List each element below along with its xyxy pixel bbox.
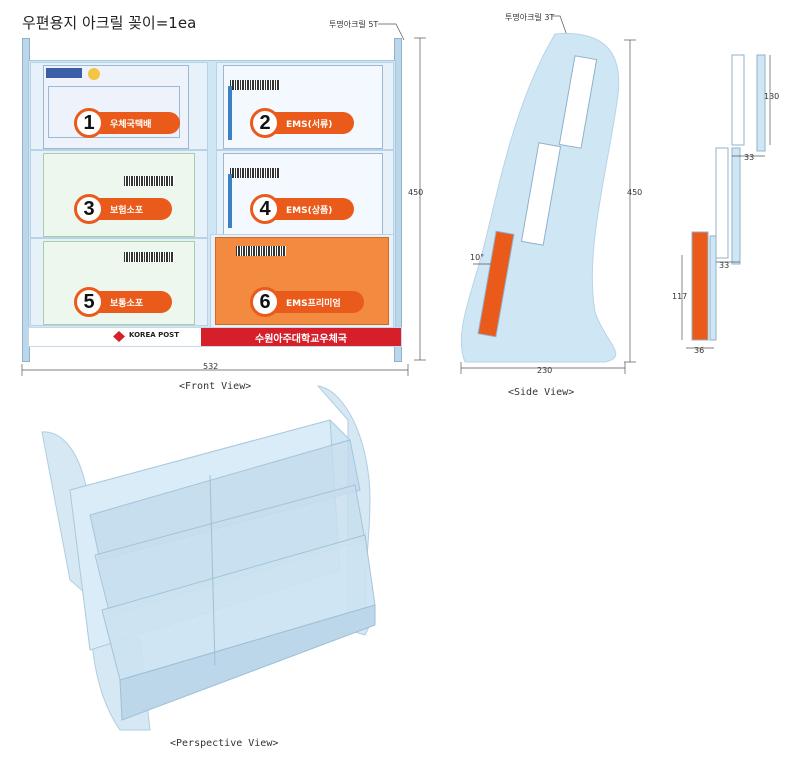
item-badge-5: 5 보통소포 [74, 287, 172, 317]
detail-dim-33b: 33 [719, 261, 730, 270]
detail-dim-36: 36 [694, 346, 705, 355]
item-badge-1: 1 우체국택배 [74, 108, 180, 138]
emblem-icon [88, 68, 100, 80]
item-label: EMS(서류) [286, 119, 333, 130]
item-number: 6 [250, 287, 280, 317]
item-badge-6: 6 EMS프리미엄 [250, 287, 364, 317]
item-number: 5 [74, 287, 104, 317]
front-view-label: <Front View> [179, 381, 252, 392]
front-height-dim: 450 [408, 188, 424, 197]
side-material-label: 투명아크릴 3T [505, 13, 555, 22]
item-number: 1 [74, 108, 104, 138]
form-header [46, 68, 82, 78]
item-label: 보험소포 [110, 205, 144, 216]
slot-1 [30, 62, 208, 150]
perspective-view-label: <Perspective View> [170, 738, 279, 749]
barcode [124, 176, 174, 186]
detail-dim-130: 130 [764, 92, 780, 101]
detail-view-drawing [681, 54, 771, 349]
detail-dim-117: 117 [672, 292, 688, 301]
page-title: 우편용지 아크릴 꽂이=1ea [22, 14, 197, 32]
item-number: 2 [250, 108, 280, 138]
item-number: 3 [74, 194, 104, 224]
side-view-drawing [460, 15, 636, 374]
slot-4 [216, 150, 394, 238]
barcode [230, 80, 280, 90]
item-label: 보통소포 [110, 298, 144, 309]
shelf-1 [89, 439, 361, 561]
item-label: EMS(상품) [286, 205, 333, 216]
side-width-dim: 230 [537, 366, 553, 375]
front-view: 1 우체국택배 2 EMS(서류) 3 보험소포 4 EMS(상품) 5 보통소… [22, 38, 406, 362]
front-dimension-lines [21, 37, 426, 376]
item-badge-2: 2 EMS(서류) [250, 108, 354, 138]
barcode [236, 246, 286, 256]
front-material-leader [378, 23, 405, 41]
item-number: 4 [250, 194, 280, 224]
slot-2 [216, 62, 394, 150]
form-ems-goods [223, 153, 383, 237]
barcode [124, 252, 174, 262]
side-view-label: <Side View> [508, 387, 575, 398]
side-height-dim: 450 [627, 188, 643, 197]
front-width-dim: 532 [203, 362, 219, 371]
barcode [230, 168, 280, 178]
footer-office-name: 수원아주대학교우체국 [201, 328, 401, 346]
form-ems-doc [223, 65, 383, 149]
perspective-view-drawing [41, 385, 376, 731]
form-stripe [228, 174, 232, 228]
korea-post-logo-icon [113, 331, 125, 342]
slot-3 [30, 150, 208, 238]
front-footer: KOREA POST 수원아주대학교우체국 [28, 327, 402, 347]
item-badge-3: 3 보험소포 [74, 194, 172, 224]
item-badge-4: 4 EMS(상품) [250, 194, 354, 224]
item-label: EMS프리미엄 [286, 298, 341, 309]
front-lip [119, 604, 376, 721]
item-label: 우체국택배 [110, 119, 152, 130]
form-stripe [228, 86, 232, 140]
korea-post-logo-text: KOREA POST [129, 331, 179, 339]
form-table [48, 86, 180, 138]
side-angle-dim: 10° [470, 253, 485, 262]
front-material-label: 투명아크릴 5T [329, 20, 379, 29]
detail-dim-33a: 33 [744, 153, 755, 162]
form-parcel [43, 65, 189, 149]
form-insured [43, 153, 195, 237]
